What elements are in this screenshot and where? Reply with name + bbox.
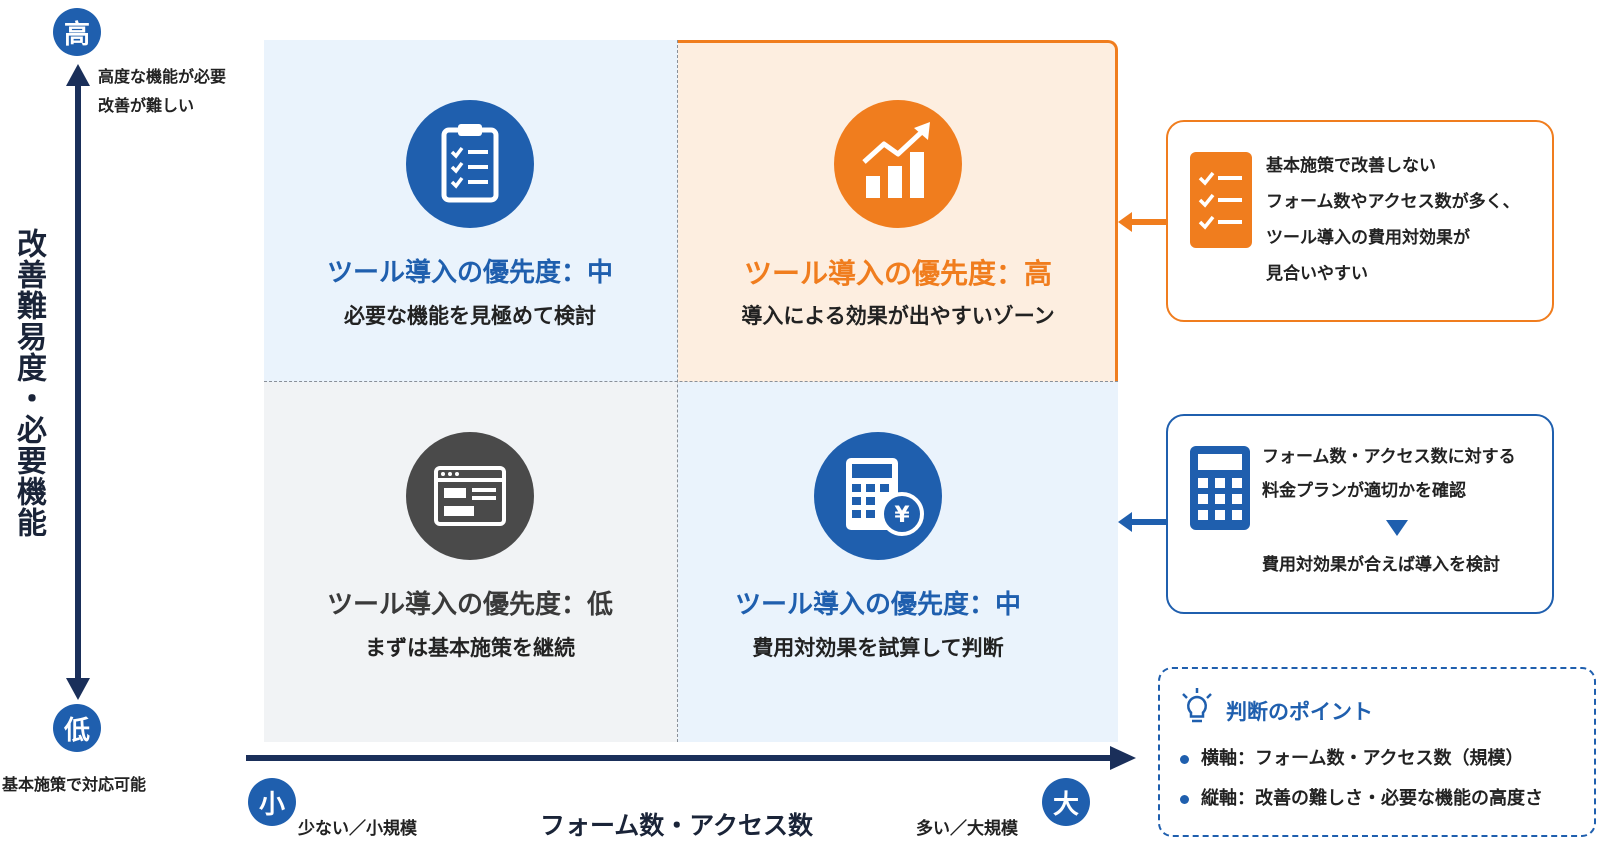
y-axis-high-note: 高度な機能が必要 改善が難しい [98, 62, 226, 120]
callout-mid-line2: 料金プランが適切かを確認 [1262, 481, 1466, 501]
y-axis-high-note-line2: 改善が難しい [98, 96, 195, 115]
calculator-yen-icon: ¥ [814, 432, 942, 560]
callout-mid-line3: 費用対効果が合えば導入を検討 [1262, 555, 1500, 575]
quadrant-bottom-left-subtitle: まずは基本施策を継続 [365, 636, 575, 660]
x-axis-large-badge: 大 [1042, 778, 1090, 826]
points-item-vertical: 縦軸：改善の難しさ・必要な機能の高度さ [1180, 784, 1543, 810]
lightbulb-icon [1182, 688, 1212, 723]
growth-chart-icon [834, 100, 962, 228]
quadrant-divider-horizontal [264, 381, 1118, 382]
points-item-2-text: 縦軸：改善の難しさ・必要な機能の高度さ [1201, 788, 1543, 809]
points-item-horizontal: 横軸：フォーム数・アクセス数（規模） [1180, 744, 1524, 770]
bullet-dot [1180, 794, 1189, 804]
x-axis-small-label: 小 [258, 789, 285, 820]
quadrant-top-right-title: ツール導入の優先度：高 [743, 257, 1052, 290]
x-axis-large-note: 多い／大規模 [916, 819, 1018, 839]
y-axis-high-badge: 高 [53, 8, 101, 56]
callout-high-text: 基本施策で改善しない フォーム数やアクセス数が多く、 ツール導入の費用対効果が … [1266, 148, 1520, 292]
svg-text:¥: ¥ [894, 503, 910, 528]
bullet-dot [1180, 754, 1189, 764]
callout-high-line2: フォーム数やアクセス数が多く、 [1266, 192, 1520, 212]
quadrant-divider-vertical [677, 40, 678, 742]
callout-high-line4: 見合いやすい [1266, 264, 1368, 284]
points-item-1-text: 横軸：フォーム数・アクセス数（規模） [1201, 748, 1524, 769]
quadrant-bottom-right-title: ツール導入の優先度：中 [734, 590, 1021, 620]
y-axis-low-note: 基本施策で対応可能 [2, 775, 147, 794]
quadrant-bottom-right-subtitle: 費用対効果を試算して判断 [752, 636, 1004, 660]
callout-mid-line1: フォーム数・アクセス数に対する [1262, 447, 1516, 467]
clipboard-checklist-icon [406, 100, 534, 228]
checklist-icon [1190, 152, 1252, 248]
callout-mid-arrow [1118, 512, 1166, 532]
y-axis-title: 改善難易度・必要機能 [11, 228, 46, 538]
y-axis-low-label: 低 [63, 715, 90, 746]
y-axis-arrow [66, 64, 90, 700]
quadrant-top-left-subtitle: 必要な機能を見極めて検討 [344, 304, 596, 328]
quadrant-top-left-title: ツール導入の優先度：中 [326, 258, 613, 288]
calculator-icon [1190, 446, 1250, 530]
quadrant-bottom-left-title: ツール導入の優先度：低 [326, 590, 613, 620]
x-axis-small-badge: 小 [248, 778, 296, 826]
y-axis-low-badge: 低 [53, 704, 101, 752]
callout-high-line1: 基本施策で改善しない [1266, 156, 1436, 176]
browser-window-icon [406, 432, 534, 560]
x-axis-small-note: 少ない／小規模 [298, 819, 417, 839]
callout-high-line3: ツール導入の費用対効果が [1266, 228, 1470, 248]
points-title: 判断のポイント [1226, 700, 1373, 724]
x-axis-large-label: 大 [1052, 789, 1079, 820]
quadrant-top-right-subtitle: 導入による効果が出やすいゾーン [741, 304, 1055, 328]
x-axis-title: フォーム数・アクセス数 [540, 811, 814, 840]
y-axis-high-note-line1: 高度な機能が必要 [98, 67, 227, 86]
y-axis-high-label: 高 [63, 19, 90, 50]
x-axis-arrow [246, 746, 1136, 770]
points-box [1158, 667, 1596, 837]
callout-high-arrow [1118, 212, 1166, 232]
callout-mid-down-triangle [1386, 520, 1408, 536]
